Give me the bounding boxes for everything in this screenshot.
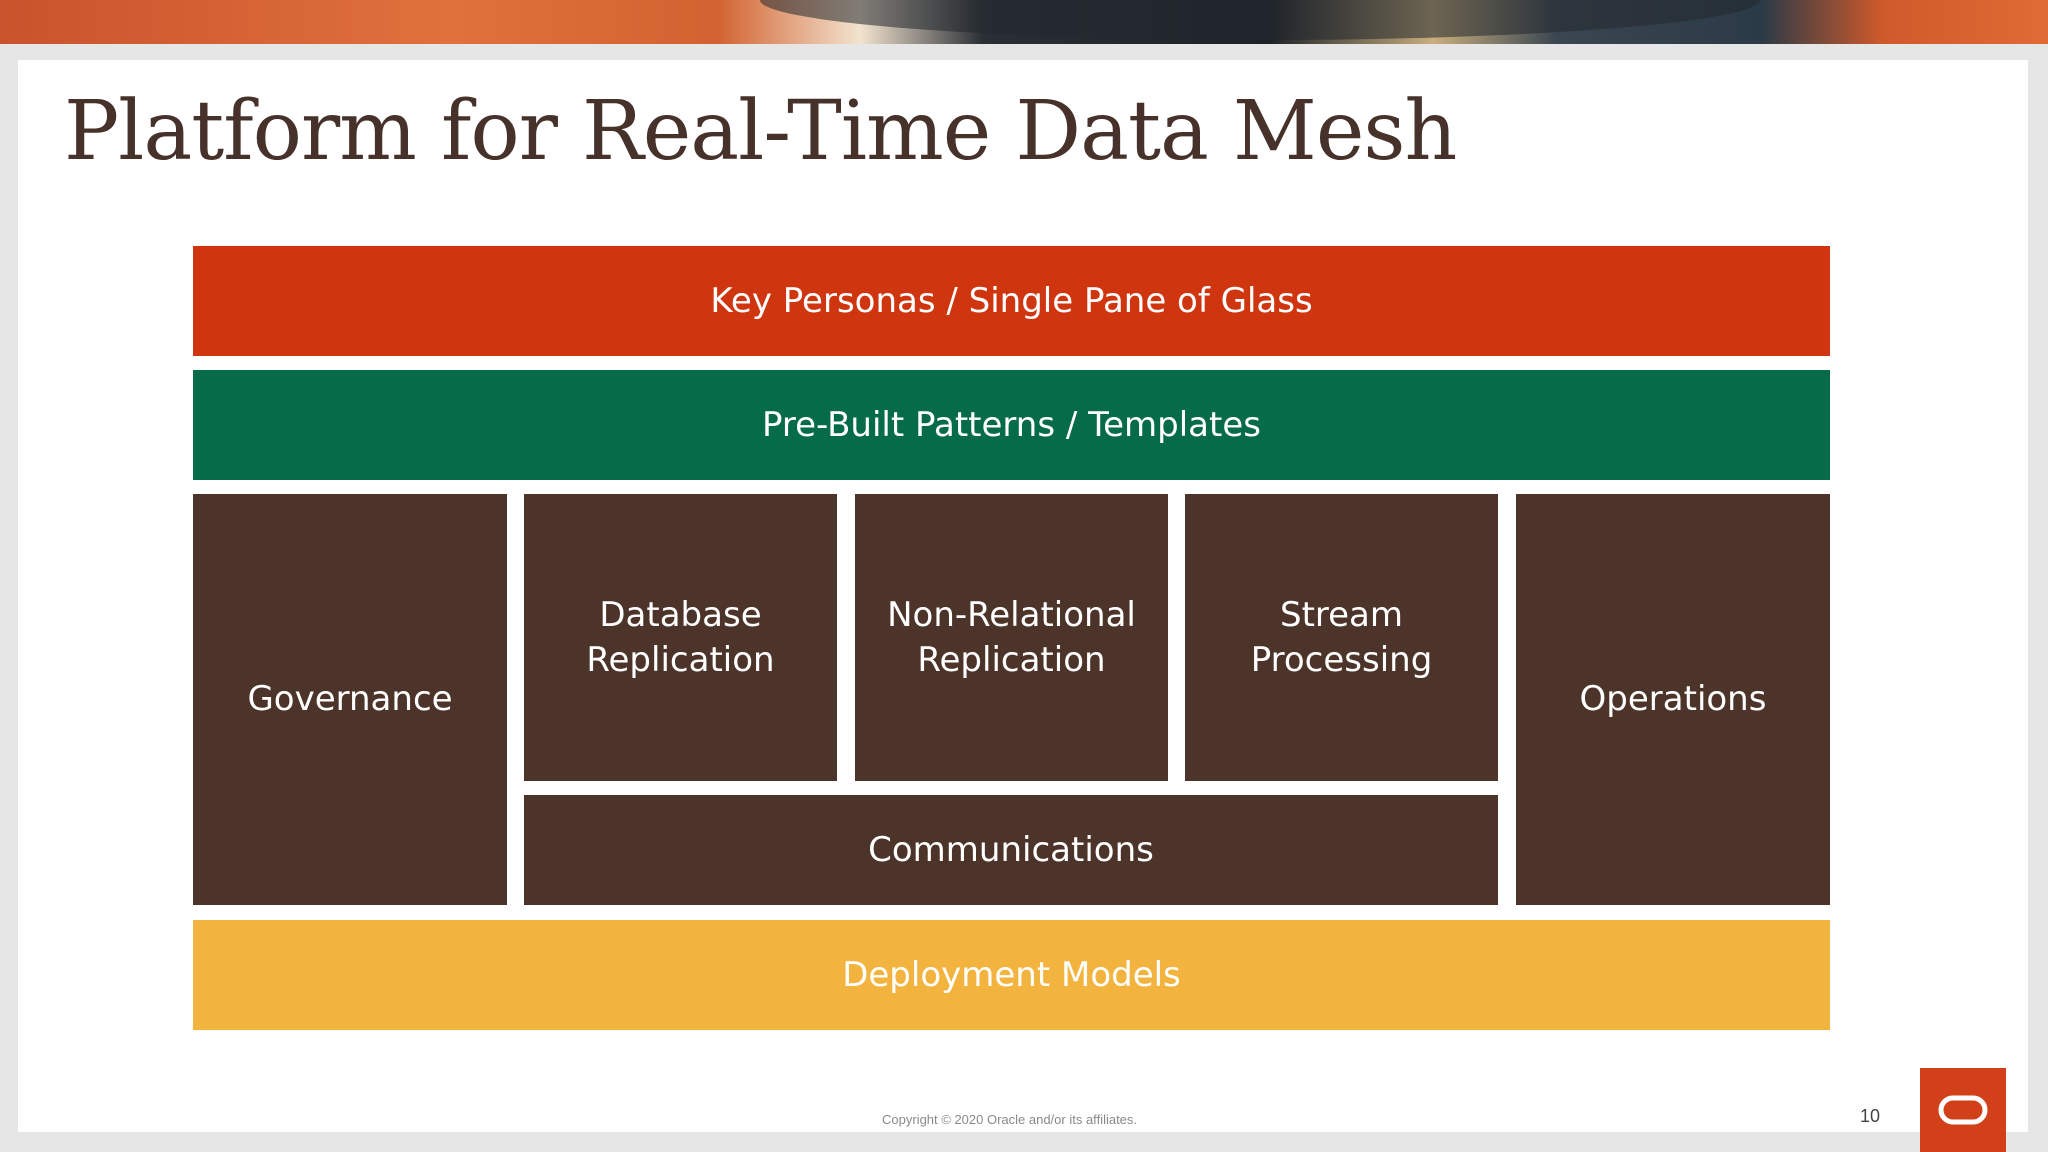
key-personas-layer: Key Personas / Single Pane of Glass	[193, 246, 1830, 356]
communications-label: Communications	[868, 829, 1154, 870]
governance-label: Governance	[247, 679, 453, 720]
deployment-models-label: Deployment Models	[842, 954, 1181, 995]
governance-block: Governance	[193, 494, 507, 905]
decorative-header-banner	[0, 0, 2048, 44]
stream-processing-label: Stream Processing	[1250, 594, 1433, 680]
database-replication-block: Database Replication	[524, 494, 837, 781]
oracle-logo	[1920, 1068, 2006, 1152]
database-replication-label: Database Replication	[586, 594, 775, 680]
slide-title: Platform for Real-Time Data Mesh	[64, 84, 1457, 179]
communications-block: Communications	[524, 795, 1498, 905]
prebuilt-patterns-label: Pre-Built Patterns / Templates	[762, 404, 1261, 445]
non-relational-replication-label: Non-Relational Replication	[887, 594, 1136, 680]
operations-label: Operations	[1579, 679, 1767, 720]
copyright-footer: Copyright © 2020 Oracle and/or its affil…	[882, 1112, 1138, 1127]
oracle-logo-icon	[1938, 1095, 1988, 1125]
non-relational-replication-block: Non-Relational Replication	[855, 494, 1168, 781]
banner-artwork	[760, 0, 1760, 40]
prebuilt-patterns-layer: Pre-Built Patterns / Templates	[193, 370, 1830, 480]
page-number: 10	[1860, 1106, 1881, 1126]
key-personas-label: Key Personas / Single Pane of Glass	[710, 280, 1313, 321]
stream-processing-block: Stream Processing	[1185, 494, 1498, 781]
operations-block: Operations	[1516, 494, 1830, 905]
deployment-models-layer: Deployment Models	[193, 920, 1830, 1030]
